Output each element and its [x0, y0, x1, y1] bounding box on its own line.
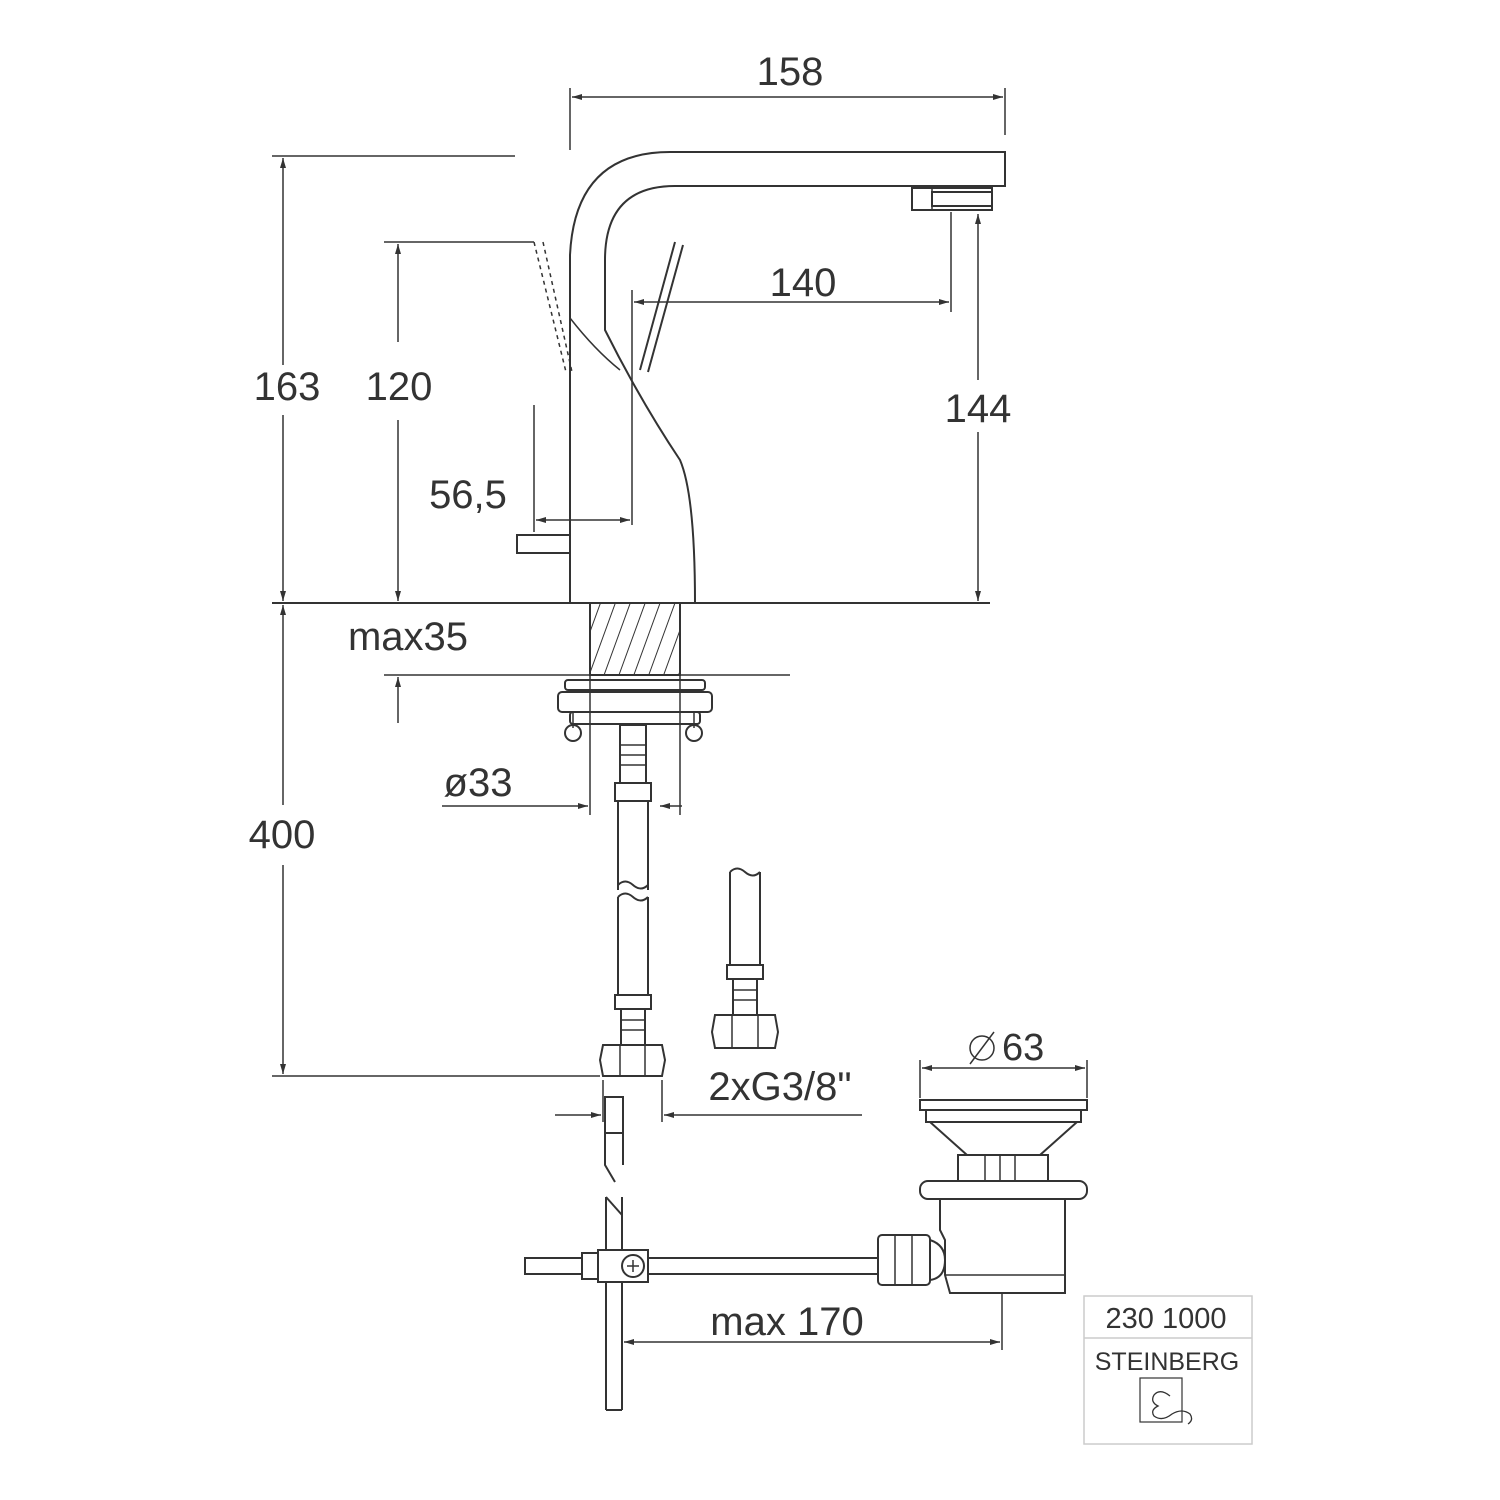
lever-alt-position [533, 241, 567, 373]
waste-drain [877, 1099, 1088, 1294]
body-inner-curve [569, 317, 621, 371]
product-code: 230 1000 [1106, 1303, 1227, 1335]
dim-120-label: 120 [366, 365, 433, 409]
mounting-assembly [505, 602, 790, 802]
waste-linkage-rod [524, 1257, 881, 1275]
steinberg-logo-icon [1139, 1377, 1193, 1425]
supply-hose-left [598, 801, 667, 1077]
dim-144: 144 [945, 214, 1012, 601]
dim-max170: max 170 [624, 1293, 1003, 1350]
hose-nut-right [710, 1014, 780, 1049]
lever-handle [639, 241, 676, 371]
dim-33: ø33 [442, 675, 682, 815]
dim-158: 158 [569, 50, 1006, 150]
brand-name: STEINBERG [1095, 1348, 1239, 1376]
dim-140-label: 140 [770, 261, 837, 305]
dim-max170-label: max 170 [710, 1300, 863, 1344]
dim-144-label: 144 [945, 387, 1012, 431]
title-block: 230 1000 STEINBERG [1083, 1295, 1253, 1445]
dim-120: 120 [366, 241, 534, 601]
popup-rod [524, 1096, 881, 1411]
dim-56-5-label: 56,5 [429, 473, 507, 517]
waste-cap [919, 1099, 1088, 1111]
spout-outline [569, 151, 1006, 604]
supply-hose-right [710, 867, 780, 1049]
dim-thread-label: 2xG3/8" [708, 1065, 851, 1109]
dim-thread: 2xG3/8" [555, 1065, 862, 1122]
dim-56-5: 56,5 [429, 405, 630, 532]
faucet-body [272, 151, 1006, 604]
mounting-nut [557, 691, 713, 713]
dim-63-label: 63 [1002, 1027, 1044, 1069]
dim-400: 400 [249, 605, 600, 1077]
dim-163: 163 [254, 155, 515, 601]
dim-158-label: 158 [757, 50, 824, 94]
dim-max35-label: max35 [348, 615, 468, 659]
dim-140: 140 [631, 212, 952, 525]
dim-33-label: ø33 [444, 761, 513, 805]
dim-400-label: 400 [249, 813, 316, 857]
dim-163-label: 163 [254, 365, 321, 409]
deck-hatch [589, 602, 681, 676]
dim-max35: max35 [348, 615, 505, 723]
diameter-icon [969, 1031, 995, 1065]
hose-nut-left [598, 1044, 667, 1077]
popup-rod-knob [516, 534, 571, 554]
waste-body [939, 1198, 1066, 1294]
dim-63: 63 [919, 1027, 1088, 1098]
